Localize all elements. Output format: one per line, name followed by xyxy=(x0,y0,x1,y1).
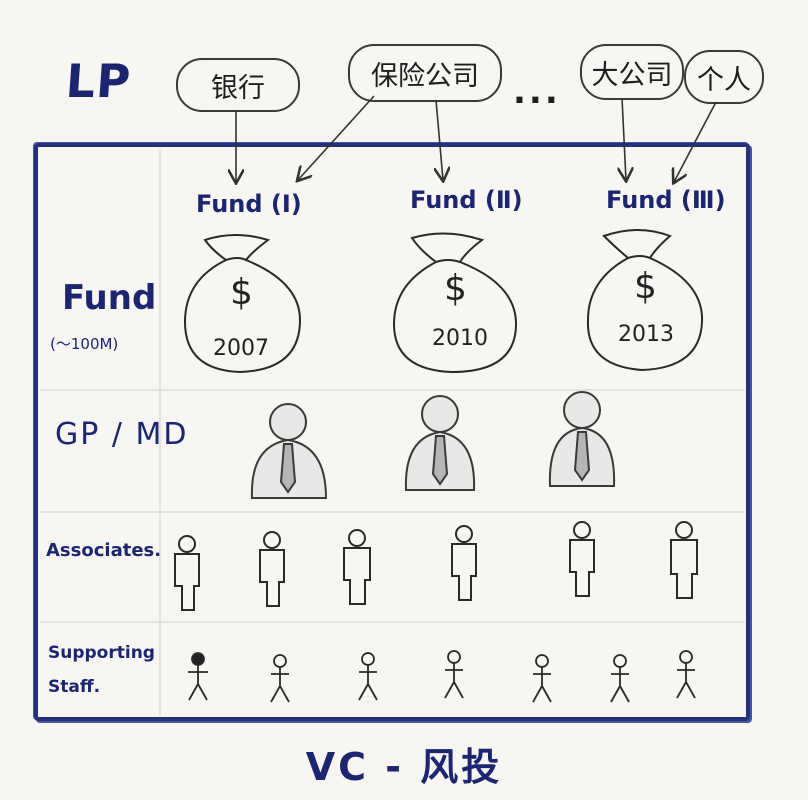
staff-2 xyxy=(270,654,290,703)
staff-1 xyxy=(188,652,208,701)
associate-6 xyxy=(670,521,698,599)
gp-figures xyxy=(250,391,616,499)
diagram-title: VC - 风投 xyxy=(305,745,503,789)
money-bag-3-dollar: $ xyxy=(634,266,657,307)
money-bag-3 xyxy=(586,229,704,372)
associate-3 xyxy=(343,529,371,605)
lp-source-individual: 个人 xyxy=(684,50,764,104)
fund-year-1: 2007 xyxy=(213,336,269,361)
associate-2 xyxy=(259,531,285,607)
row-label-fund: Fund xyxy=(62,278,157,318)
staff-3 xyxy=(358,652,378,701)
fund-year-3: 2013 xyxy=(618,322,674,347)
lp-source-ellipsis: ... xyxy=(513,72,561,112)
money-bag-2 xyxy=(392,232,518,374)
money-bag-1-dollar: $ xyxy=(230,272,253,313)
row-label-fund-size: (～100M) xyxy=(50,335,119,353)
gp-figure-3 xyxy=(548,391,616,487)
row-dividers xyxy=(40,150,745,715)
fund-year-2: 2010 xyxy=(432,326,488,351)
staff-7 xyxy=(676,650,696,699)
associates-figures xyxy=(174,521,698,611)
vc-frame xyxy=(34,143,750,721)
associate-5 xyxy=(569,521,595,597)
staff-4 xyxy=(444,650,464,699)
lp-source-corporation: 大公司 xyxy=(580,44,684,100)
gp-figure-2 xyxy=(404,395,476,491)
arrow-insurance-fund1 xyxy=(298,95,375,180)
lp-arrows xyxy=(236,95,717,182)
staff-6 xyxy=(610,654,630,703)
lp-source-insurance: 保险公司 xyxy=(348,44,502,102)
row-label-supporting-staff: Supporting Staff. xyxy=(48,643,155,697)
fund-name-1: Fund (Ⅰ) xyxy=(196,190,302,218)
lp-source-bank: 银行 xyxy=(176,58,300,112)
money-bags xyxy=(183,229,704,374)
staff-5 xyxy=(532,654,552,703)
arrow-insurance-fund2 xyxy=(436,99,443,180)
money-bag-1 xyxy=(183,234,302,374)
row-label-associates: Associates. xyxy=(46,540,162,561)
associate-1 xyxy=(174,535,200,611)
gp-figure-1 xyxy=(250,403,328,499)
arrow-corp-fund3 xyxy=(622,97,626,180)
associate-4 xyxy=(451,525,477,601)
fund-name-2: Fund (Ⅱ) xyxy=(410,186,523,214)
staff-figures xyxy=(188,650,696,703)
arrow-individual-fund3 xyxy=(674,101,717,182)
row-label-gp-md: GP / MD xyxy=(55,417,189,452)
money-bag-2-dollar: $ xyxy=(444,268,467,309)
fund-name-3: Fund (Ⅲ) xyxy=(606,186,726,214)
